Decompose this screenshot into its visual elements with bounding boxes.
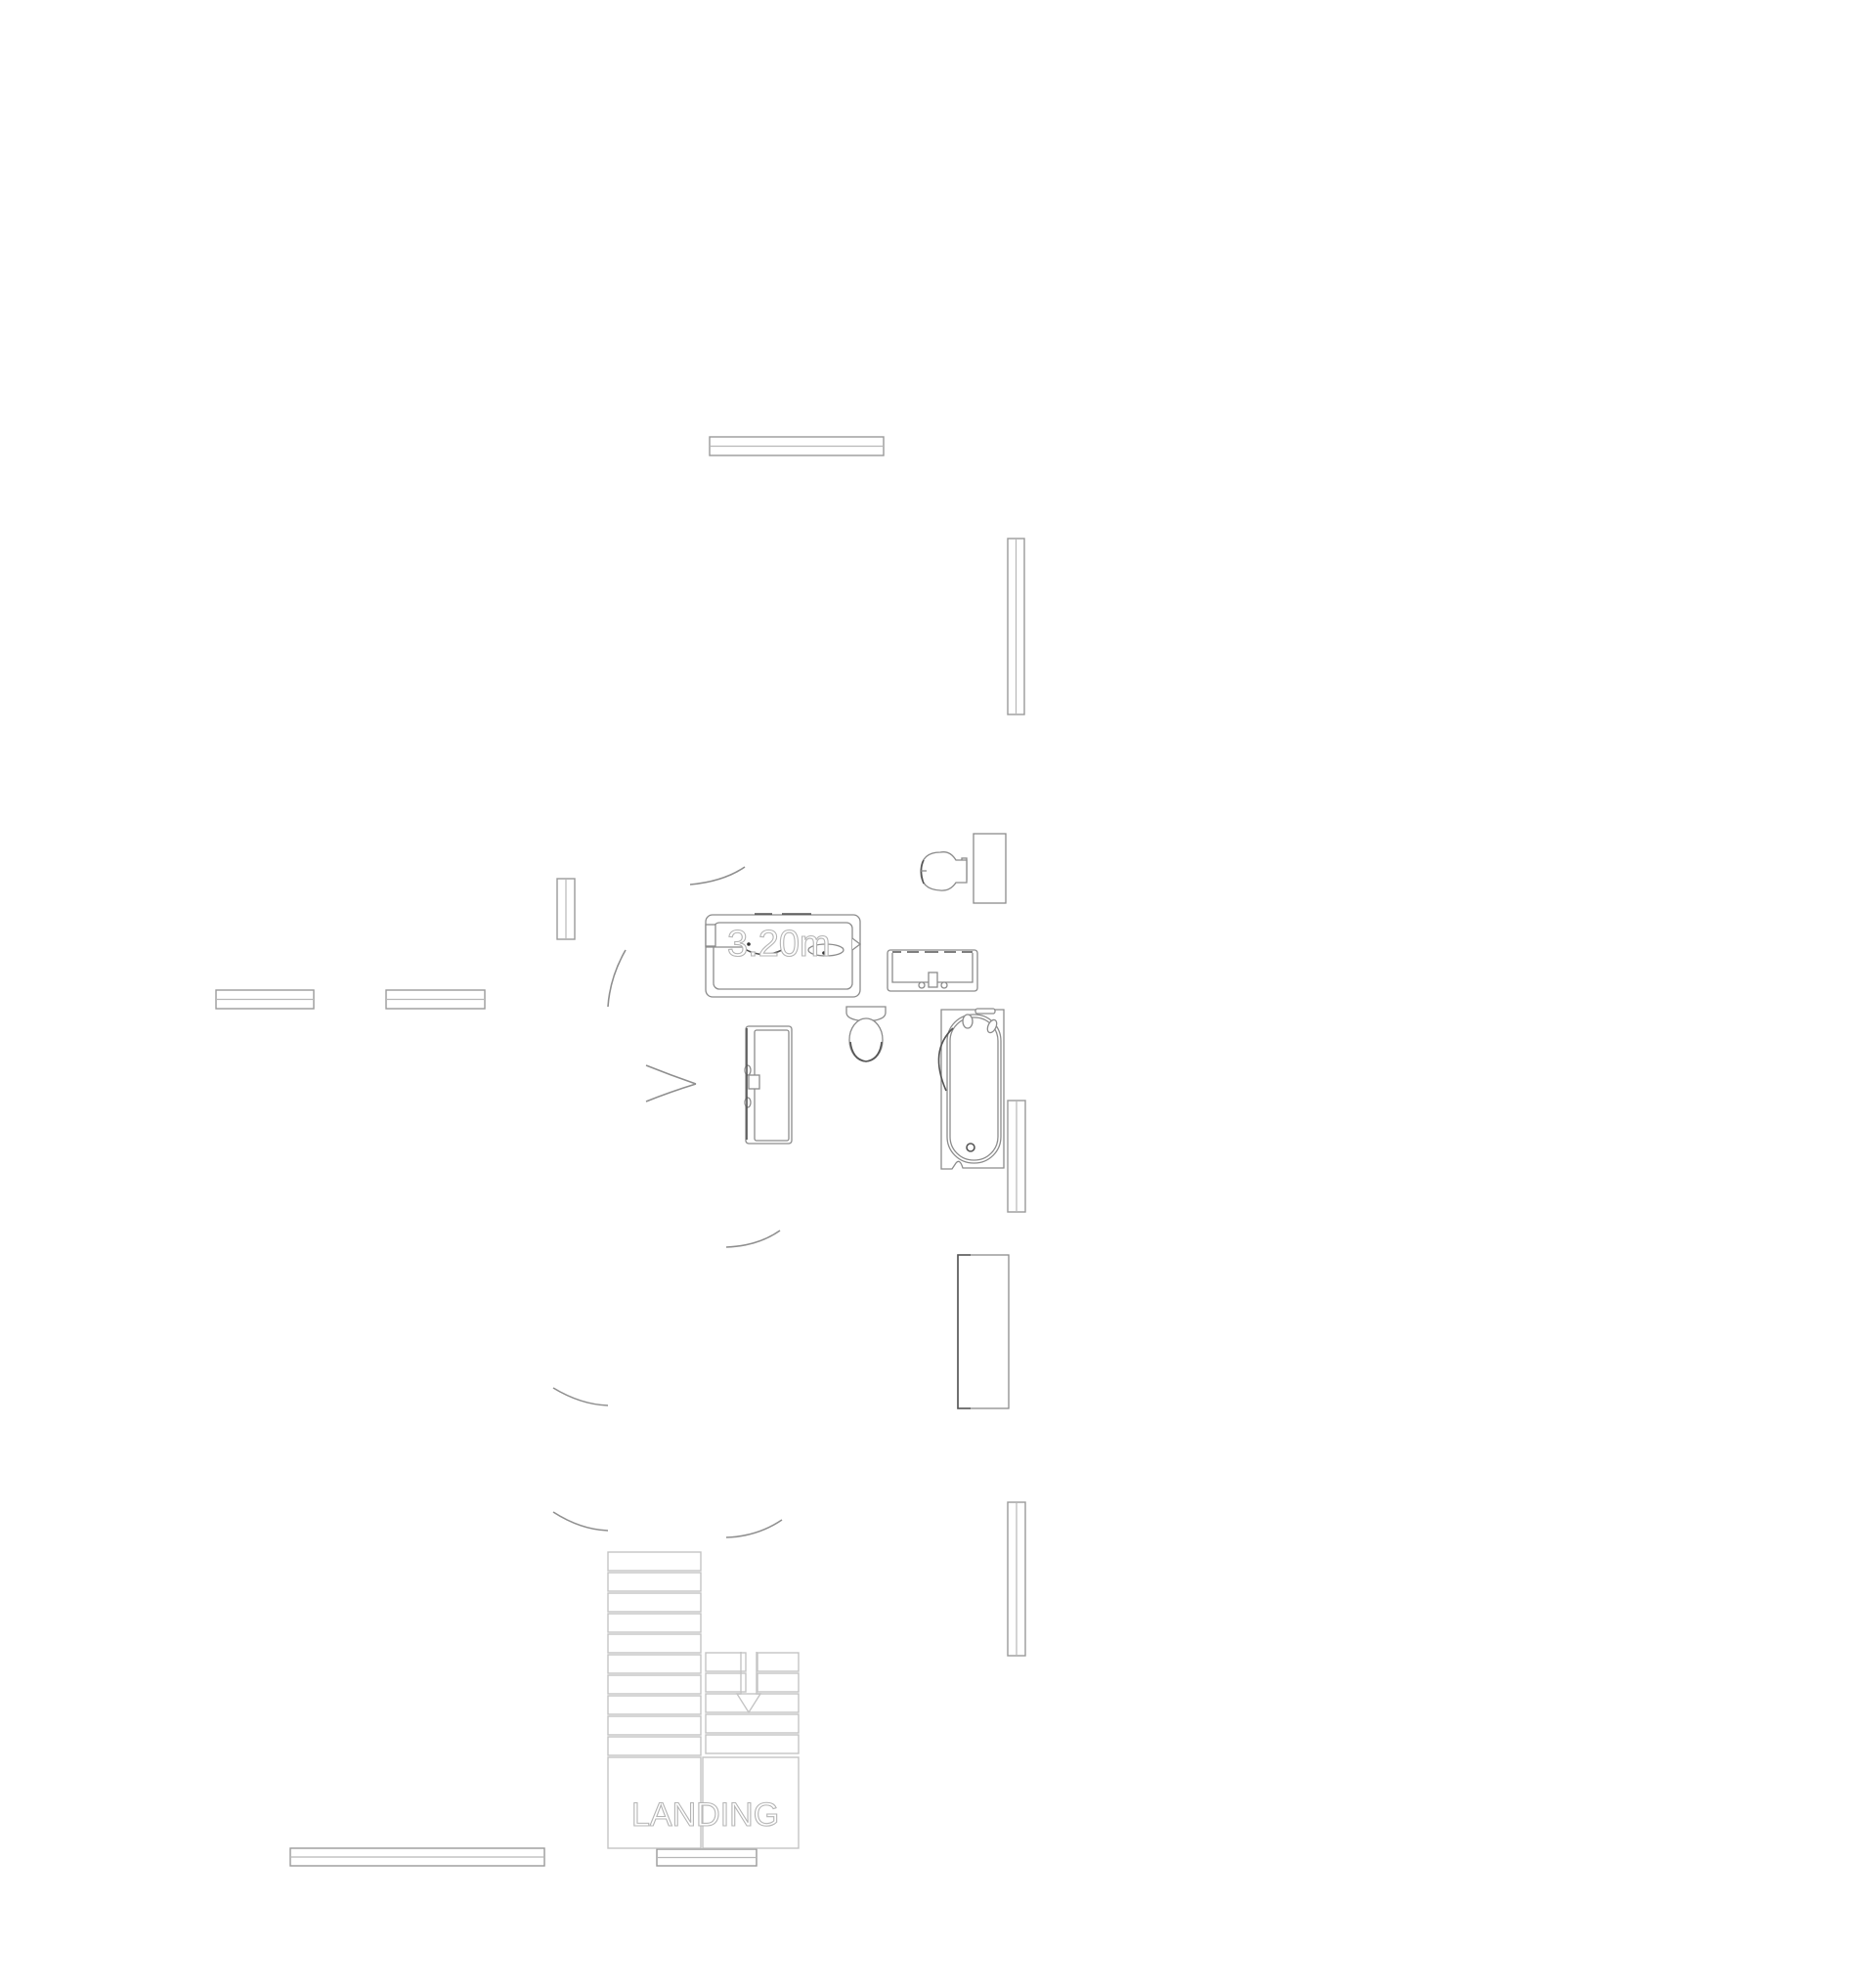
stair-direction-arrow-icon [735, 1652, 762, 1714]
bathtub-icon [705, 913, 862, 998]
door-arc-5 [725, 1230, 781, 1248]
door-arc-1 [689, 866, 746, 886]
wardrobe-icon [957, 1254, 1010, 1409]
landing-right [702, 1756, 800, 1849]
stair-tread [607, 1695, 702, 1715]
stair-tread [705, 1693, 800, 1713]
wall-bottom-1 [289, 1847, 545, 1867]
dimension-label: 3.20m [727, 924, 831, 965]
wall-hung-toilet-icon [920, 833, 1007, 904]
sink-icon [887, 949, 978, 992]
stair-tread [757, 1672, 800, 1693]
toilet-icon [845, 1006, 887, 1062]
wall-right-middle [1007, 1100, 1026, 1213]
stair-tread [607, 1715, 702, 1736]
stair-tread [705, 1713, 800, 1734]
door-arc-6 [552, 1387, 609, 1406]
wall-right-upper [1007, 538, 1025, 715]
wall-left-2 [385, 989, 486, 1010]
stair-tread [607, 1674, 702, 1695]
stair-tread [607, 1551, 702, 1572]
stair-tread [607, 1613, 702, 1633]
wall-top [709, 436, 885, 456]
stair-tread [607, 1633, 702, 1654]
stair-tread [607, 1572, 702, 1592]
door-arc-8 [725, 1519, 783, 1538]
stair-label: LANDING [631, 1796, 779, 1834]
wall-right-lower [1007, 1501, 1026, 1657]
door-arc-7 [552, 1511, 609, 1532]
wall-bottom-2 [656, 1848, 758, 1867]
stair-tread [705, 1734, 800, 1754]
bath-with-shower-icon [937, 1008, 1005, 1170]
stair-tread [757, 1652, 800, 1672]
stair-tread [705, 1652, 747, 1672]
landing-left [607, 1756, 702, 1849]
stair-tread [607, 1654, 702, 1674]
door-arc-2 [607, 949, 627, 1008]
stair-tread [607, 1736, 702, 1756]
wall-left-vertical [556, 878, 576, 940]
staircase [607, 1551, 800, 1849]
wall-left-1 [215, 989, 315, 1010]
vanity-unit-icon [744, 1025, 793, 1145]
stair-tread [705, 1672, 747, 1693]
door-arc-3 [645, 1064, 697, 1085]
door-arc-4 [645, 1083, 697, 1102]
stair-tread [607, 1592, 702, 1613]
